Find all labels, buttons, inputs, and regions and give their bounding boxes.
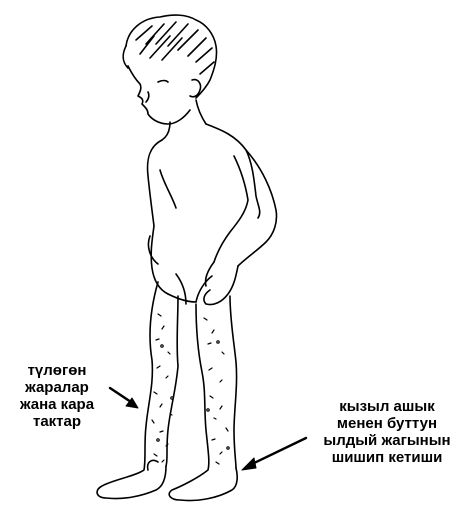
rash-spots — [152, 314, 229, 464]
label-right-line-4: шишип кетиши — [306, 449, 468, 466]
torso — [148, 100, 260, 302]
label-left-line-1: түлөгөн — [2, 362, 112, 379]
label-skin-lesions: түлөгөн жаралар жана кара тактар — [2, 362, 112, 430]
label-right-line-2: менен буттун — [306, 415, 468, 432]
arm — [204, 150, 277, 305]
label-right-line-1: кызыл ашык — [306, 398, 468, 415]
arrow-right — [242, 438, 306, 470]
head — [128, 66, 201, 124]
label-left-line-3: жана кара — [2, 396, 112, 413]
label-right-line-3: ылдый жагынын — [306, 432, 468, 449]
hair — [123, 15, 216, 98]
label-leg-swelling: кызыл ашык менен буттун ылдый жагынын ши… — [306, 398, 468, 466]
arrow-left — [110, 388, 138, 408]
label-left-line-2: жаралар — [2, 379, 112, 396]
label-left-line-4: тактар — [2, 413, 112, 430]
leg-right — [169, 296, 237, 501]
